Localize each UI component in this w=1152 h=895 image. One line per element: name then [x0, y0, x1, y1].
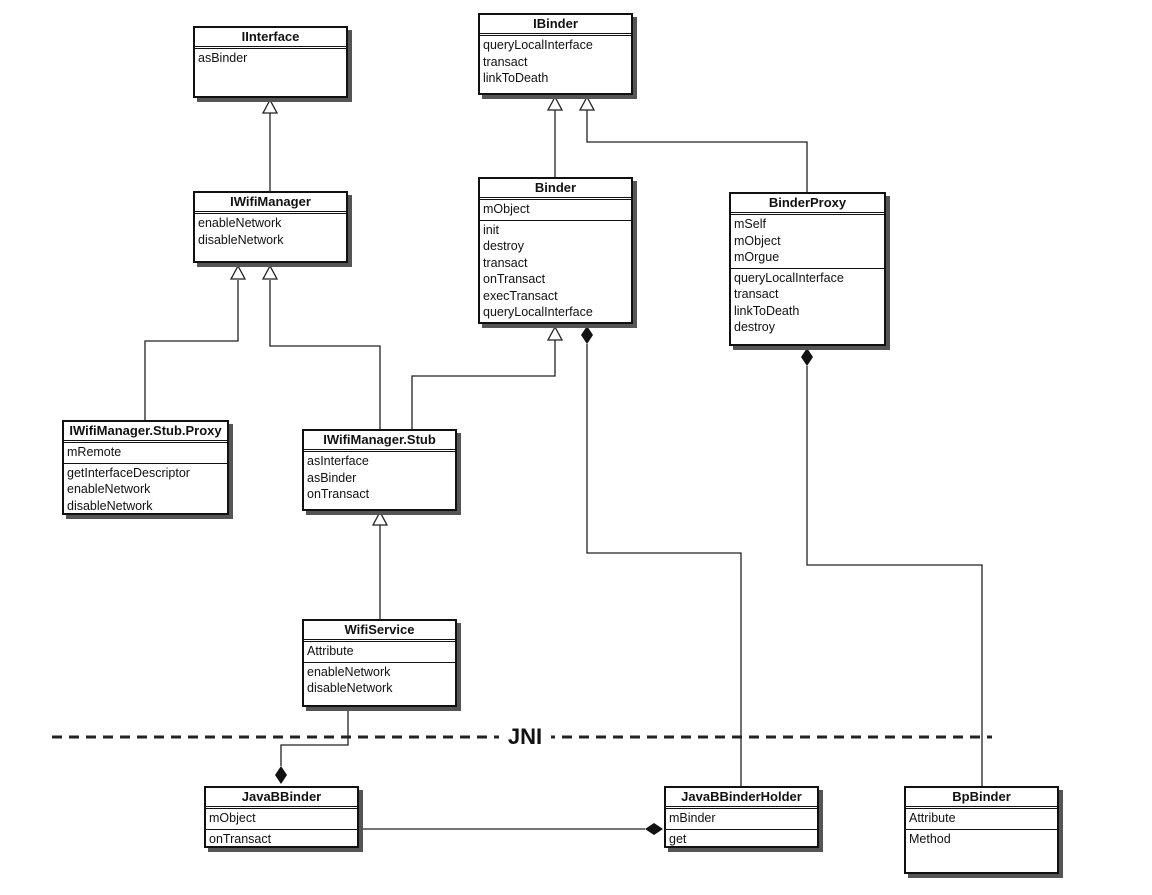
class-member: onTransact — [209, 831, 272, 846]
class-member: onTransact — [307, 487, 370, 501]
class-javabbinderholder: JavaBBinderHolder mBinder get — [664, 786, 819, 848]
attribute-section: mRemote — [64, 443, 227, 463]
class-member: transact — [483, 255, 528, 270]
generalization-arrowhead — [546, 95, 564, 111]
attribute-section: mSelf mObject mOrgue — [731, 215, 884, 268]
method-section: queryLocalInterface transact linkToDeath de… — [731, 267, 884, 338]
class-name: IWifiManager.Stub.Proxy — [64, 422, 227, 443]
composition-diamond — [581, 326, 593, 344]
class-name: IWifiManager.Stub — [304, 431, 455, 452]
class-member: destroy — [483, 239, 524, 253]
jni-separator-label: JNI — [499, 723, 551, 751]
class-name: JavaBBinder — [206, 788, 357, 809]
class-member: mObject — [209, 811, 256, 825]
class-member: Attribute — [909, 811, 956, 825]
class-member: asBinder — [307, 470, 357, 485]
class-member: disableNetwork — [67, 498, 153, 513]
method-section: onTransact — [206, 828, 357, 850]
generalization-stub-binder — [411, 340, 556, 429]
class-name: IWifiManager — [195, 193, 346, 214]
composition-diamond — [275, 766, 287, 784]
class-member: mObject — [734, 233, 781, 248]
method-section: enableNetwork disableNetwork — [304, 661, 455, 699]
composition-javabbinder-wifiservice — [280, 709, 349, 766]
generalization-binderproxy-ibinder — [586, 110, 808, 192]
generalization-arrowhead — [261, 264, 279, 280]
class-name: Binder — [480, 179, 631, 200]
class-member: queryLocalInterface — [734, 270, 844, 285]
attribute-section: Attribute — [304, 642, 455, 662]
attribute-section: mObject — [480, 200, 631, 220]
class-iinterface: IInterface asBinder — [193, 26, 348, 98]
generalization-arrowhead — [371, 510, 389, 526]
class-member: linkToDeath — [483, 71, 549, 85]
class-member: disableNetwork — [307, 681, 393, 695]
class-member: Method — [909, 831, 951, 846]
class-name: BinderProxy — [731, 194, 884, 215]
class-ibinder: IBinder queryLocalInterface transact linkTo… — [478, 13, 633, 95]
method-section: Method — [906, 828, 1057, 850]
class-member: mObject — [483, 202, 530, 216]
class-iwifimanager: IWifiManager enableNetwork disableNetwork — [193, 191, 348, 263]
method-section: get — [666, 828, 817, 850]
class-member: enableNetwork — [307, 664, 391, 679]
class-member: disableNetwork — [198, 232, 284, 247]
class-member: transact — [483, 54, 528, 69]
class-name: BpBinder — [906, 788, 1057, 809]
composition-diamond — [645, 823, 663, 835]
class-stub: IWifiManager.Stub asInterface asBinder onTr… — [302, 429, 457, 511]
class-name: WifiService — [304, 621, 455, 642]
class-name: JavaBBinderHolder — [666, 788, 817, 809]
generalization-arrowhead — [229, 264, 247, 280]
method-section: init destroy transact onTransact execTransac… — [480, 219, 631, 323]
class-member: queryLocalInterface — [483, 305, 593, 319]
composition-diamond — [801, 348, 813, 366]
class-name: IBinder — [480, 15, 631, 36]
generalization-stub-iwifimanager — [269, 280, 381, 429]
class-member: init — [483, 222, 499, 237]
attribute-section: mBinder — [666, 809, 817, 829]
class-member: mOrgue — [734, 250, 780, 264]
class-member: enableNetwork — [67, 482, 151, 496]
member-section: enableNetwork disableNetwork — [195, 214, 346, 250]
class-member: asInterface — [307, 454, 369, 468]
class-binderproxy: BinderProxy mSelf mObject mOrgue queryLocalI… — [729, 192, 886, 346]
composition-binderproxy-bpbinder — [806, 366, 983, 786]
class-name: IInterface — [195, 28, 346, 49]
class-member: Attribute — [307, 644, 354, 658]
class-member: destroy — [734, 320, 775, 334]
class-member: enableNetwork — [198, 216, 282, 230]
generalization-arrowhead — [578, 95, 596, 111]
generalization-arrowhead — [546, 325, 564, 341]
attribute-section: mObject — [206, 809, 357, 829]
class-member: mBinder — [669, 811, 716, 825]
class-member: getInterfaceDescriptor — [67, 465, 190, 480]
class-binder: Binder mObject init destroy transact onTransa… — [478, 177, 633, 324]
class-member: linkToDeath — [734, 303, 800, 318]
member-section: asBinder — [195, 49, 346, 69]
member-section: queryLocalInterface transact linkToDeath — [480, 36, 631, 89]
class-member: onTransact — [483, 272, 546, 286]
generalization-stubproxy-iwifimanager — [144, 280, 239, 420]
attribute-section: Attribute — [906, 809, 1057, 829]
class-member: execTransact — [483, 288, 558, 303]
class-javabbinder: JavaBBinder mObject onTransact — [204, 786, 359, 848]
composition-binder-javabbinderholder — [586, 344, 742, 786]
class-member: mRemote — [67, 445, 122, 459]
class-stub-proxy: IWifiManager.Stub.Proxy mRemote getInterfa… — [62, 420, 229, 515]
class-member: queryLocalInterface — [483, 38, 593, 52]
class-member: transact — [734, 287, 779, 301]
class-member: mSelf — [734, 217, 766, 231]
class-member: get — [669, 831, 687, 846]
class-member: asBinder — [198, 51, 248, 65]
member-section: asInterface asBinder onTransact — [304, 452, 455, 505]
generalization-arrowhead — [261, 98, 279, 114]
method-section: getInterfaceDescriptor enableNetwork disab… — [64, 462, 227, 517]
